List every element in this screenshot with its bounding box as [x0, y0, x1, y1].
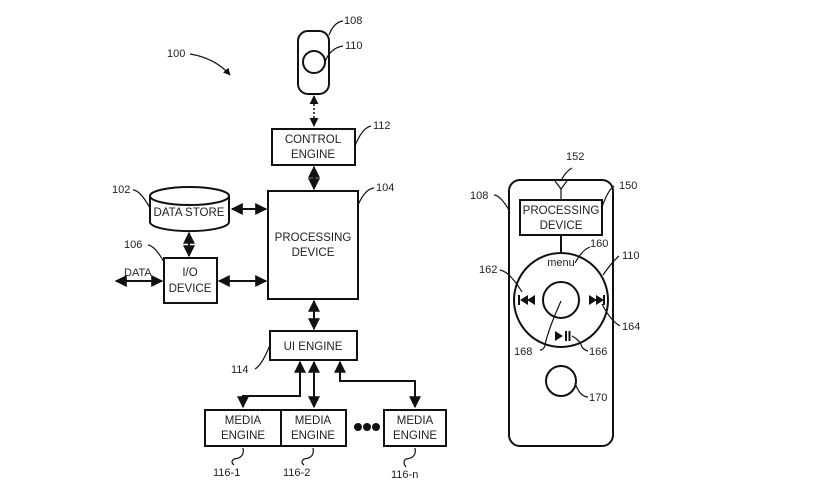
- media-engine-1: MEDIA ENGINE: [204, 409, 282, 447]
- ref-168: 168: [514, 346, 532, 358]
- ellipsis-dots: [354, 423, 380, 431]
- media-engine-2-label-1: MEDIA: [295, 415, 332, 427]
- ref-100: 100: [167, 48, 185, 60]
- ref-116-n: 116-n: [391, 469, 418, 481]
- ref-108: 108: [344, 15, 362, 27]
- remote-processing-label-2: DEVICE: [540, 220, 583, 232]
- io-label-2: DEVICE: [169, 283, 212, 295]
- ui-engine-label: UI ENGINE: [284, 341, 343, 353]
- ref-110-detail: 110: [622, 250, 640, 262]
- remote-processing-block: PROCESSING DEVICE: [519, 199, 603, 236]
- leader-110-detail: [602, 255, 620, 276]
- leader-150: [601, 185, 615, 208]
- media-engine-n-label-1: MEDIA: [397, 415, 434, 427]
- ref-170: 170: [589, 392, 607, 404]
- processing-label-2: DEVICE: [292, 247, 335, 259]
- leader-104: [357, 187, 375, 206]
- leader-102: [132, 189, 151, 209]
- leader-152: [560, 167, 573, 182]
- processing-device-block: PROCESSING DEVICE: [267, 190, 359, 300]
- leader-170: [574, 382, 589, 398]
- leader-106: [147, 244, 165, 263]
- ref-100-arrow: [189, 53, 231, 76]
- arrow-ui-media-1: [237, 360, 306, 409]
- media-engine-n: MEDIA ENGINE: [383, 409, 447, 447]
- ref-102: 102: [112, 184, 130, 196]
- ref-106: 106: [124, 239, 142, 251]
- leader-116-1: [231, 447, 244, 466]
- leader-108: [328, 20, 344, 36]
- control-engine-block: CONTROL ENGINE: [271, 128, 356, 166]
- leader-168: [539, 300, 562, 351]
- leader-164: [601, 303, 621, 327]
- processing-label-1: PROCESSING: [275, 232, 352, 244]
- data-store-cylinder: DATA STORE: [149, 186, 230, 233]
- extra-button: [545, 365, 577, 397]
- media-engine-1-label-1: MEDIA: [225, 415, 262, 427]
- arrow-ui-media-n: [334, 360, 421, 409]
- ref-116-2: 116-2: [283, 467, 310, 479]
- media-engine-n-label-2: ENGINE: [393, 430, 437, 442]
- remote-processing-label-1: PROCESSING: [523, 205, 600, 217]
- ref-116-1: 116-1: [213, 467, 240, 479]
- ref-104: 104: [376, 182, 394, 194]
- io-label-1: I/O: [182, 267, 197, 279]
- leader-116-n: [403, 447, 416, 468]
- center-button: [542, 281, 580, 319]
- ref-108-detail: 108: [470, 190, 488, 202]
- leader-162: [499, 269, 523, 293]
- media-engine-2-label-2: ENGINE: [291, 430, 335, 442]
- play-pause-icon: [555, 331, 571, 341]
- control-engine-label-1: CONTROL: [285, 134, 342, 146]
- ref-150: 150: [619, 180, 637, 192]
- media-engine-1-label-2: ENGINE: [221, 430, 265, 442]
- ui-engine-block: UI ENGINE: [269, 330, 358, 361]
- ref-160: 160: [590, 238, 608, 250]
- leader-112: [354, 125, 372, 147]
- data-label: DATA: [124, 267, 152, 279]
- media-engine-2: MEDIA ENGINE: [280, 409, 347, 447]
- ref-164: 164: [622, 321, 640, 333]
- data-store-label: DATA STORE: [154, 207, 225, 219]
- leader-116-2: [301, 447, 314, 466]
- leader-166: [571, 335, 589, 352]
- ref-110: 110: [345, 40, 363, 52]
- io-device-block: I/O DEVICE: [163, 257, 218, 304]
- remote-button: [302, 50, 326, 74]
- ref-162: 162: [479, 264, 497, 276]
- previous-track-icon: [518, 295, 535, 305]
- ref-166: 166: [589, 346, 607, 358]
- ref-114: 114: [231, 364, 249, 376]
- leader-108-detail: [493, 194, 510, 211]
- leader-114: [254, 344, 271, 370]
- leader-110: [324, 45, 344, 63]
- ref-152: 152: [566, 151, 584, 163]
- remote-device: [297, 30, 330, 95]
- next-track-icon: [589, 295, 605, 305]
- control-engine-label-2: ENGINE: [291, 149, 335, 161]
- ref-112: 112: [373, 120, 391, 132]
- leader-160: [574, 246, 591, 264]
- menu-label: menu: [547, 257, 575, 269]
